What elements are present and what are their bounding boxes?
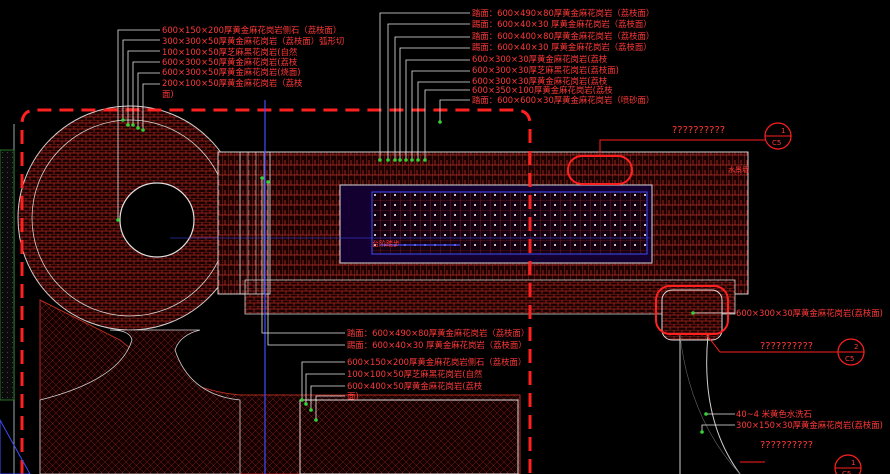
labels-bottom-center: 600×150×200厚黄金麻花岗岩侧石（荔枝面） 100×100×50厚芝麻黑…	[347, 357, 526, 401]
callout-3-text: ??????????	[760, 440, 813, 451]
callout-2-num: 2	[854, 343, 858, 351]
detail-callout-1: ?????????? 1 C5	[672, 122, 792, 150]
leader-lines-bottom-center	[301, 361, 345, 420]
overlay-label-right: 水景墙	[728, 165, 749, 174]
label-tl-4: 600×300×50厚黄金麻花岗岩(烧面)	[162, 67, 301, 77]
leader-dots-mid-center	[260, 176, 270, 184]
label-bc-2: 600×400×50厚黄金麻花岗岩(荔枝	[347, 381, 483, 391]
detail-callout-3: ?????????? 1 C5	[760, 440, 862, 474]
labels-top-center: 踏面：600×490×80厚黄金麻花岗岩（荔枝面） 踢面：600×40×30 厚…	[472, 8, 654, 105]
label-tc-7: 600×350×100厚黄金麻花岗岩(荔枝	[472, 85, 613, 95]
labels-mid-center: 踏面：600×490×80厚黄金麻花岗岩（荔枝面） 踢面：600×40×30 厚…	[347, 328, 529, 350]
site-boundary-left	[0, 124, 15, 474]
labels-top-left: 600×150×200厚黄金麻花岗岩侧石（荔枝面） 300×300×50厚黄金麻…	[162, 25, 344, 99]
label-tl-2: 100×100×50厚芝麻黑花岗岩(自然	[162, 47, 298, 57]
callout-3-sheet: C5	[842, 470, 851, 474]
leader-dots-top-left	[116, 118, 145, 222]
callout-1-num: 1	[781, 127, 785, 135]
label-tc-3: 踢面：600×40×30 厚黄金麻花岗岩（荔枝面）	[472, 42, 652, 52]
label-tc-5: 600×300×30厚芝麻黑花岗岩(荔枝面)	[472, 65, 619, 75]
callout-2-text: ??????????	[760, 341, 813, 352]
label-tc-8: 踏面：600×600×30厚黄金麻花岗岩（喷砂面）	[472, 95, 654, 105]
label-bc-3: 面)	[347, 391, 359, 401]
label-tc-6: 600×300×30厚黄金麻花岗岩(荔枝	[472, 76, 608, 86]
callout-1-sheet: C5	[772, 139, 781, 147]
callout-1-text: ??????????	[672, 125, 725, 136]
right-pad	[661, 289, 741, 474]
overlay-label-left: 台阶踏步	[372, 239, 400, 248]
label-tl-5: 200×100×50厚黄金麻花岗岩（荔枝	[162, 78, 303, 88]
blue-axis-lines	[0, 100, 650, 474]
label-tc-2: 踏面：600×400×80厚黄金麻花岗岩（荔枝面）	[472, 31, 654, 41]
steps	[239, 151, 271, 295]
label-tl-0: 600×150×200厚黄金麻花岗岩侧石（荔枝面）	[162, 25, 341, 35]
labels-bottom-right: 40~4 米黄色水洗石 300×150×30厚黄金麻花岗岩(荔枝面)	[736, 409, 883, 430]
label-tc-1: 踢面：600×40×30 厚黄金麻花岗岩（荔枝面）	[472, 19, 652, 29]
round-plaza	[17, 105, 243, 331]
leader-dots-right	[691, 311, 708, 434]
leader-dots-bottom-center	[300, 398, 318, 422]
label-tl-3: 600×300×50厚黄金麻花岗岩(荔枝	[162, 57, 298, 67]
label-tl-6: 面)	[162, 89, 174, 99]
leader-lines-right	[693, 312, 735, 432]
callout-leaders	[599, 139, 838, 463]
label-br-1: 300×150×30厚黄金麻花岗岩(荔枝面)	[736, 420, 883, 430]
detail-callout-2: ?????????? 2 C5	[760, 338, 865, 366]
label-bc-1: 100×100×50厚芝麻黑花岗岩(自然	[347, 369, 483, 379]
label-right-mid: 600×300×30厚黄金麻花岗岩(荔枝面)	[736, 308, 883, 318]
main-walkway	[217, 151, 749, 315]
plaza-connector	[39, 329, 241, 474]
red-dashed-boundary	[20, 108, 532, 474]
leader-lines-top-left	[117, 29, 160, 220]
leader-dots-top-center	[378, 120, 442, 162]
leader-lines-top-center	[379, 12, 470, 160]
label-tc-0: 踏面：600×490×80厚黄金麻花岗岩（荔枝面）	[472, 8, 654, 18]
label-tc-4: 600×300×30厚黄金麻花岗岩(荔枝	[472, 54, 608, 64]
label-mc-1: 踢面：600×40×30 厚黄金麻花岗岩（荔枝面）	[347, 340, 527, 350]
label-bc-0: 600×150×200厚黄金麻花岗岩侧石（荔枝面）	[347, 357, 526, 367]
leader-lines-mid-center	[261, 178, 345, 346]
callout-2-sheet: C5	[845, 355, 854, 363]
label-tl-1: 300×300×50厚黄金麻花岗岩（荔枝面）弧形切	[162, 36, 344, 46]
label-mc-0: 踏面：600×490×80厚黄金麻花岗岩（荔枝面）	[347, 328, 529, 338]
callout-3-num: 1	[851, 459, 855, 467]
label-br-0: 40~4 米黄色水洗石	[736, 409, 812, 419]
